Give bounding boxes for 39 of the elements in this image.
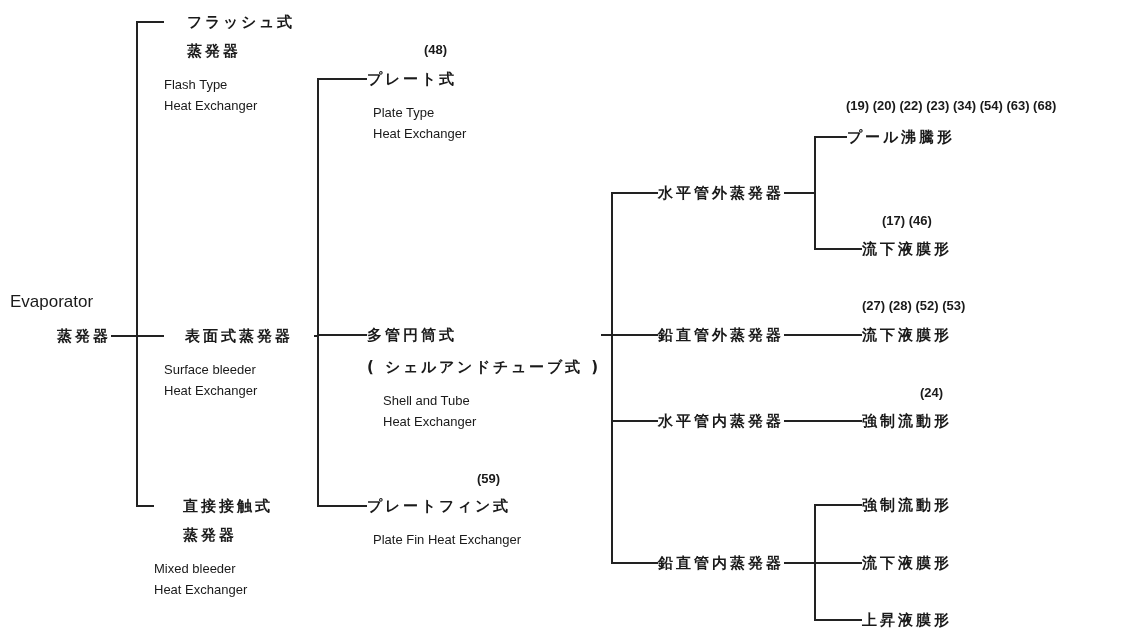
reference-numbers: (27) (28) (52) (53) bbox=[862, 297, 966, 315]
category-label: 蒸発器 bbox=[57, 325, 111, 347]
category-label: 鉛直管内蒸発器 bbox=[658, 552, 784, 574]
connector-line bbox=[313, 335, 368, 507]
connector-line bbox=[783, 192, 863, 250]
category-label: 多管円筒式 bbox=[367, 324, 458, 346]
category-label: 鉛直管外蒸発器 bbox=[658, 324, 784, 346]
category-label: フラッシュ式蒸発器 bbox=[187, 11, 296, 62]
category-label: 水平管外蒸発器 bbox=[658, 182, 784, 204]
category-label: 流下液膜形 bbox=[862, 552, 952, 574]
category-label: プレートフィン式 bbox=[367, 495, 512, 517]
translation-label: Flash Type Heat Exchanger bbox=[164, 75, 259, 115]
category-label: プレート式 bbox=[367, 68, 458, 90]
connector-line bbox=[783, 334, 863, 336]
reference-numbers: (19) (20) (22) (23) (34) (54) (63) (68) bbox=[846, 97, 1057, 115]
category-label: 強制流動形 bbox=[862, 410, 952, 432]
reference-numbers: (24) bbox=[920, 384, 944, 402]
category-label: 流下液膜形 bbox=[862, 238, 952, 260]
reference-numbers: (48) bbox=[424, 41, 448, 59]
english-label: Evaporator bbox=[10, 291, 94, 313]
category-label: 表面式蒸発器 bbox=[185, 325, 294, 347]
category-label: 水平管内蒸発器 bbox=[658, 410, 784, 432]
category-label: 強制流動形 bbox=[862, 494, 952, 516]
reference-numbers: (17) (46) bbox=[882, 212, 932, 230]
translation-label: Plate Fin Heat Exchanger bbox=[373, 530, 523, 549]
translation-label: Surface bleeder Heat Exchanger bbox=[164, 360, 259, 400]
translation-label: Plate Type Heat Exchanger bbox=[373, 103, 468, 143]
translation-label: Shell and Tube Heat Exchanger bbox=[383, 391, 478, 431]
category-label: 流下液膜形 bbox=[862, 324, 952, 346]
translation-label: Mixed bleeder Heat Exchanger bbox=[154, 559, 249, 599]
reference-numbers: (59) bbox=[477, 470, 501, 488]
connector-line bbox=[783, 562, 863, 621]
category-label: 上昇液膜形 bbox=[862, 609, 952, 628]
connector-line bbox=[783, 420, 863, 422]
category-label: プール沸騰形 bbox=[847, 126, 955, 148]
category-label: ( シェルアンドチューブ式 ) bbox=[367, 356, 602, 378]
connector-line bbox=[600, 334, 659, 564]
connector-line bbox=[110, 335, 155, 507]
category-label: 直接接触式蒸発器 bbox=[183, 495, 274, 546]
